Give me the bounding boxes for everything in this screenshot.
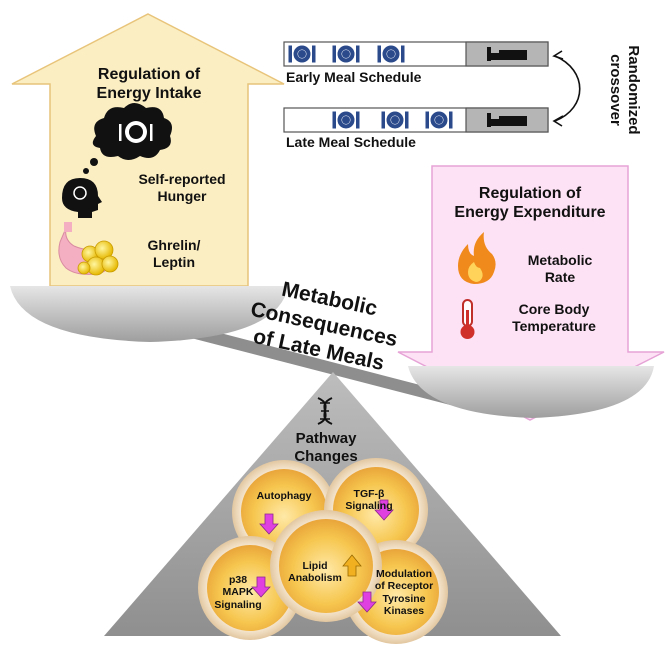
p38-line1: p38 — [228, 574, 248, 586]
autophagy-label: Autophagy — [256, 490, 312, 502]
thermometer-icon — [460, 299, 475, 339]
intake-title: Regulation of Energy Intake — [50, 66, 248, 104]
pathway-changes-title: Pathway Changes — [275, 430, 377, 465]
meal-icon — [332, 45, 360, 63]
metabolic-rate-label: Metabolic Rate — [500, 252, 620, 285]
hormones-line2: Leptin — [153, 253, 195, 270]
lipid-anabolism-label: Lipid Anabolism — [280, 560, 350, 585]
p38-line2: MAPK — [222, 586, 254, 599]
expenditure-title: Regulation of Energy Expenditure — [432, 185, 628, 223]
down-arrow-icon — [259, 513, 279, 535]
bed-icon — [487, 47, 527, 61]
crossover-line2: crossover — [607, 54, 624, 126]
dna-icon — [317, 397, 333, 425]
meal-icon — [425, 111, 453, 129]
temp-line1: Core Body — [518, 301, 590, 317]
cell-lipid-anabolism — [270, 510, 382, 622]
hormones-label: Ghrelin/ Leptin — [124, 237, 224, 270]
metabolic-line1: Metabolic — [527, 252, 593, 268]
meal-icon — [288, 45, 316, 63]
core-temp-label: Core Body Temperature — [484, 301, 624, 334]
intake-title-line2: Energy Intake — [96, 84, 202, 102]
temp-line2: Temperature — [512, 317, 596, 334]
expenditure-title-line2: Energy Expenditure — [454, 203, 606, 221]
p38-line3: Signaling — [214, 598, 262, 611]
hunger-line2: Hunger — [157, 187, 207, 204]
down-arrow-icon — [357, 591, 377, 613]
crossover-arrow — [552, 50, 581, 127]
bed-icon — [487, 113, 527, 127]
rtk-line1: Modulation — [376, 568, 432, 580]
lipid-line1: Lipid — [302, 560, 328, 572]
pathway-line1: Pathway — [295, 430, 357, 447]
lipid-line2: Anabolism — [288, 572, 342, 585]
randomized-crossover-label: Randomized crossover — [606, 38, 642, 142]
tgf-line1: TGF-β — [353, 488, 385, 500]
early-meal-schedule-label: Early Meal Schedule — [286, 69, 422, 85]
adipocyte-icon — [77, 240, 119, 276]
pathway-line2: Changes — [294, 447, 358, 465]
rtk-line4: Kinases — [383, 605, 425, 618]
rtk-line2: of Receptor — [374, 580, 434, 593]
late-meal-schedule-label: Late Meal Schedule — [286, 134, 416, 150]
flame-icon — [458, 232, 496, 284]
intake-title-line1: Regulation of — [97, 66, 201, 83]
meal-icon — [332, 111, 360, 129]
metabolic-line2: Rate — [544, 268, 576, 285]
head-icon — [62, 178, 102, 218]
right-scale-pan — [408, 366, 654, 418]
down-arrow-icon — [251, 576, 271, 598]
up-arrow-icon — [342, 554, 362, 577]
meal-icon — [381, 111, 409, 129]
thought-bubble-icon — [83, 103, 172, 174]
expenditure-title-line1: Regulation of — [478, 185, 582, 202]
tgf-line2: Signaling — [345, 500, 393, 513]
rtk-line3: Tyrosine — [382, 592, 426, 605]
p38-mapk-label: p38 MAPK Signaling — [208, 574, 268, 611]
left-scale-pan — [10, 286, 288, 342]
crossover-line1: Randomized — [625, 45, 642, 135]
tgf-beta-label: TGF-β Signaling — [334, 488, 404, 513]
hormones-line1: Ghrelin/ — [147, 237, 201, 253]
hunger-label: Self-reported Hunger — [118, 171, 246, 204]
meal-icon — [377, 45, 405, 63]
scale-beam — [160, 322, 470, 407]
hunger-line1: Self-reported — [138, 171, 226, 187]
rtk-label: Modulation of Receptor Tyrosine Kinases — [364, 568, 444, 618]
down-arrow-icon — [374, 499, 394, 521]
